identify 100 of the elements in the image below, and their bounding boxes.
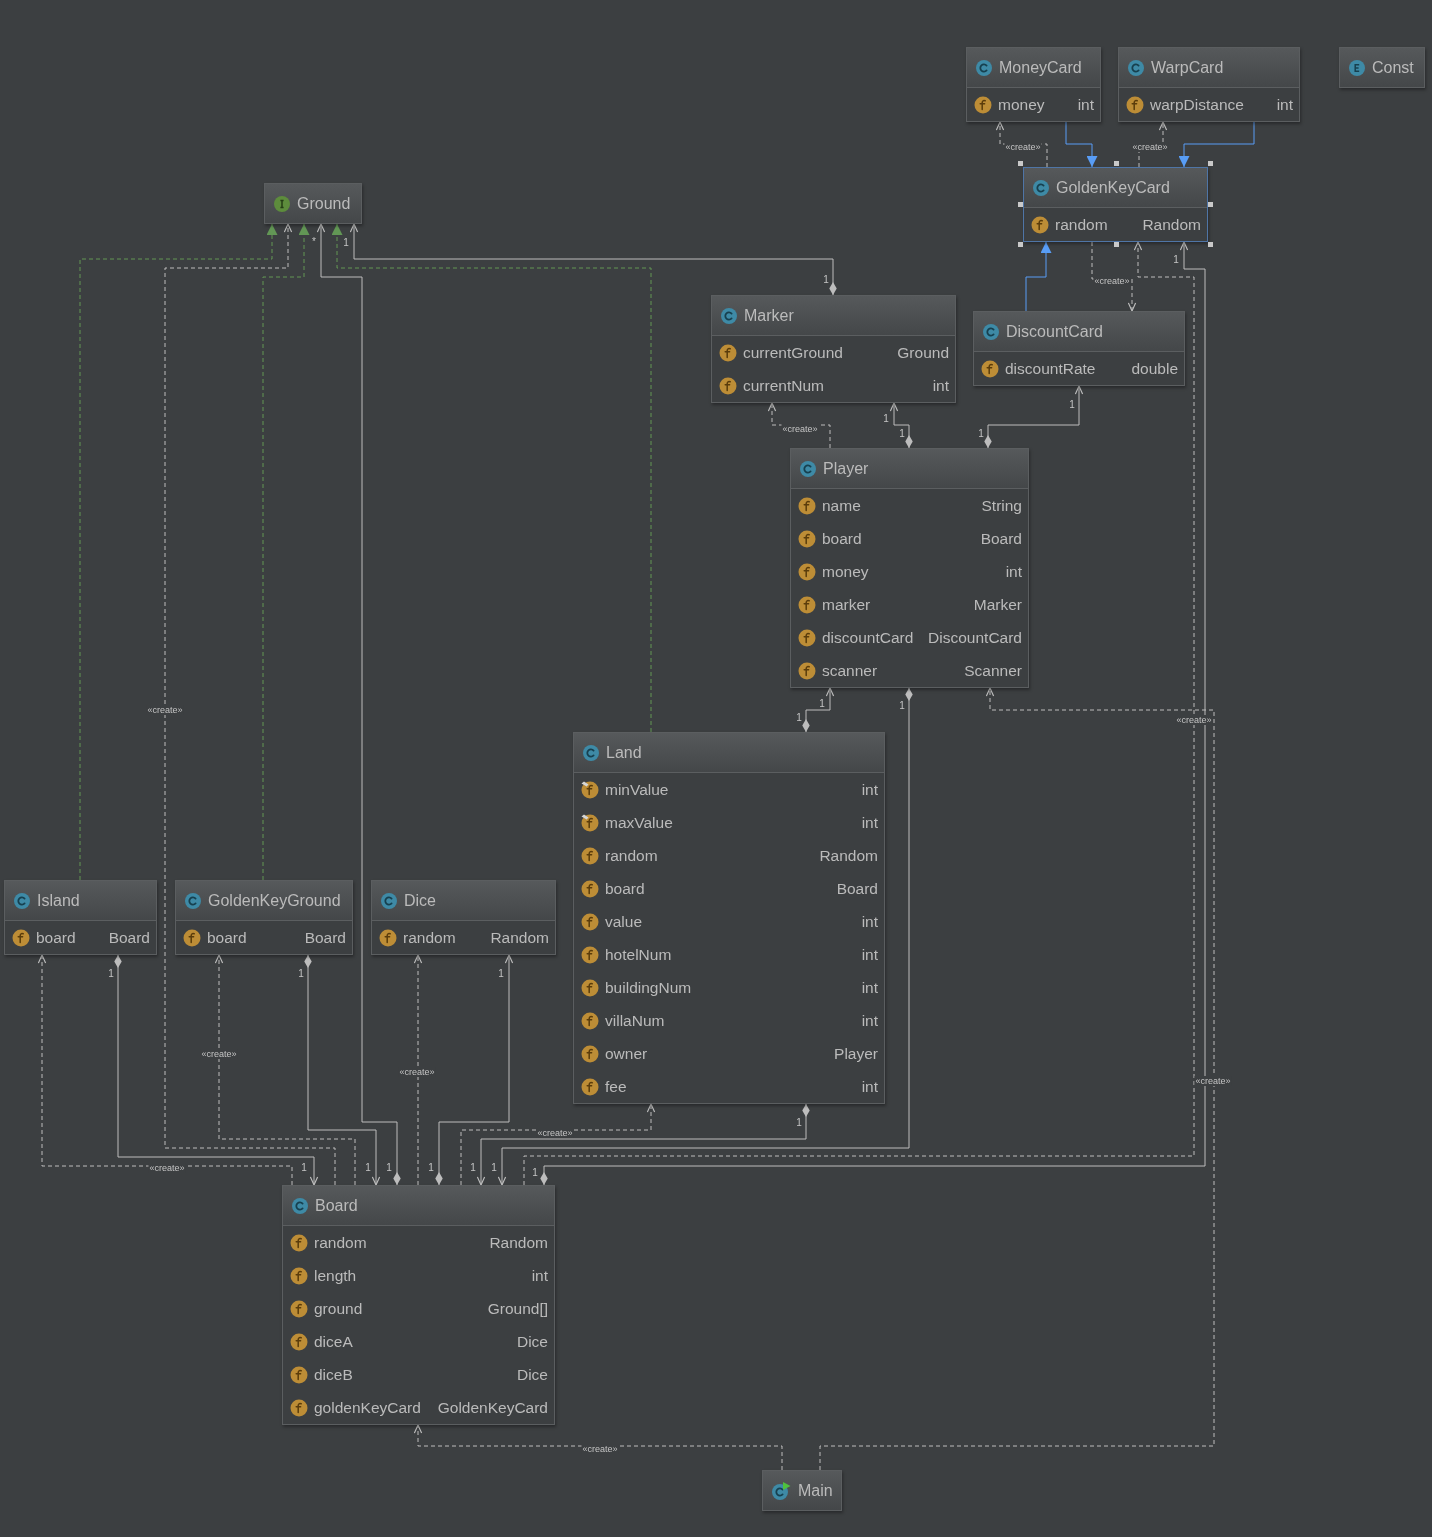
field-name: random bbox=[605, 846, 658, 865]
field-type: int bbox=[1076, 95, 1094, 114]
field-name: board bbox=[822, 529, 862, 548]
field-name: marker bbox=[822, 595, 871, 614]
dependency-arrow bbox=[819, 687, 1215, 1471]
composition-arrow bbox=[114, 954, 319, 1186]
edge-label: «create» bbox=[536, 1128, 574, 1138]
multiplicity-label: 1 bbox=[1173, 253, 1179, 265]
enum-box bbox=[1339, 47, 1425, 88]
inheritance-arrow bbox=[1178, 121, 1255, 168]
inheritance-arrow bbox=[331, 223, 652, 733]
field-name: diceB bbox=[314, 1365, 353, 1384]
field-type: int bbox=[860, 945, 878, 964]
composition-arrow bbox=[316, 223, 401, 1186]
class-name: Board bbox=[315, 1196, 358, 1215]
field-name: villaNum bbox=[605, 1011, 665, 1030]
field-name: warpDistance bbox=[1150, 95, 1244, 114]
class-box bbox=[573, 732, 885, 1104]
composition-arrow bbox=[497, 687, 913, 1186]
field-type: DiscountCard bbox=[927, 628, 1022, 647]
field-name: discountCard bbox=[822, 628, 914, 647]
multiplicity-label: 1 bbox=[1069, 398, 1075, 410]
composition-arrow bbox=[304, 954, 381, 1186]
field-name: discountRate bbox=[1005, 359, 1096, 378]
field-type: GoldenKeyCard bbox=[436, 1398, 548, 1417]
inheritance-arrow bbox=[1025, 241, 1052, 312]
class-name: Const bbox=[1372, 58, 1414, 77]
field-name: random bbox=[1055, 215, 1108, 234]
class-name: GoldenKeyCard bbox=[1056, 178, 1170, 197]
field-name: random bbox=[314, 1233, 367, 1252]
multiplicity-label: 1 bbox=[823, 273, 829, 285]
multiplicity-label: 1 bbox=[819, 697, 825, 709]
class-name: Main bbox=[798, 1481, 833, 1500]
edge-label: «create» bbox=[1131, 142, 1169, 152]
edge-label: «create» bbox=[146, 705, 184, 715]
field-type: Board bbox=[835, 879, 878, 898]
field-type: int bbox=[860, 978, 878, 997]
field-type: Player bbox=[833, 1044, 878, 1063]
class-box bbox=[175, 880, 353, 955]
field-name: board bbox=[207, 928, 247, 947]
multiplicity-label: 1 bbox=[532, 1166, 538, 1178]
field-type: int bbox=[1275, 95, 1293, 114]
field-type: Dice bbox=[516, 1365, 548, 1384]
field-type: Board bbox=[303, 928, 346, 947]
multiplicity-label: 1 bbox=[108, 967, 114, 979]
field-name: random bbox=[403, 928, 456, 947]
multiplicity-label: 1 bbox=[365, 1161, 371, 1173]
field-type: Random bbox=[818, 846, 878, 865]
field-name: minValue bbox=[605, 780, 669, 799]
inheritance-arrow bbox=[1065, 121, 1098, 168]
field-name: hotelNum bbox=[605, 945, 672, 964]
multiplicity-label: 1 bbox=[796, 711, 802, 723]
composition-arrow bbox=[349, 223, 837, 296]
class-box bbox=[1118, 47, 1300, 122]
field-name: fee bbox=[605, 1077, 627, 1096]
field-type: int bbox=[860, 912, 878, 931]
class-name: Player bbox=[823, 459, 869, 478]
field-name: buildingNum bbox=[605, 978, 692, 997]
field-type: int bbox=[860, 1011, 878, 1030]
multiplicity-label: 1 bbox=[343, 236, 349, 248]
interface-box bbox=[264, 183, 362, 224]
class-name: Land bbox=[606, 743, 642, 762]
multiplicity-label: 1 bbox=[298, 967, 304, 979]
multiplicity-label: 1 bbox=[883, 412, 889, 424]
field-name: value bbox=[605, 912, 643, 931]
field-name: board bbox=[36, 928, 76, 947]
field-name: name bbox=[822, 496, 861, 515]
edge-label: «create» bbox=[200, 1049, 238, 1059]
edge-label: «create» bbox=[1004, 142, 1042, 152]
composition-arrow bbox=[435, 954, 514, 1186]
class-name: GoldenKeyGround bbox=[208, 891, 341, 910]
edge-label: «create» bbox=[581, 1444, 619, 1454]
field-type: Random bbox=[1141, 215, 1201, 234]
class-box bbox=[4, 880, 157, 955]
multiplicity-label: 1 bbox=[899, 699, 905, 711]
field-type: Dice bbox=[516, 1332, 548, 1351]
field-type: Board bbox=[979, 529, 1022, 548]
class-box bbox=[973, 311, 1185, 386]
field-type: int bbox=[931, 376, 949, 395]
dependency-arrow bbox=[164, 223, 336, 1186]
dependency-arrow bbox=[37, 954, 293, 1186]
field-name: ground bbox=[314, 1299, 363, 1318]
edge-label: «create» bbox=[1194, 1076, 1232, 1086]
field-name: length bbox=[314, 1266, 357, 1285]
multiplicity-label: 1 bbox=[301, 1161, 307, 1173]
field-name: scanner bbox=[822, 661, 878, 680]
class-box bbox=[371, 880, 556, 955]
field-name: currentNum bbox=[743, 376, 824, 395]
multiplicity-label: 1 bbox=[498, 967, 504, 979]
field-type: double bbox=[1130, 359, 1178, 378]
field-name: board bbox=[605, 879, 645, 898]
field-type: int bbox=[860, 813, 878, 832]
class-box bbox=[966, 47, 1101, 122]
multiplicity-label: 1 bbox=[386, 1161, 392, 1173]
field-type: int bbox=[860, 780, 878, 799]
field-type: Random bbox=[488, 1233, 548, 1252]
dependency-arrow bbox=[1138, 121, 1168, 168]
field-name: money bbox=[998, 95, 1045, 114]
edge-label: «create» bbox=[781, 424, 819, 434]
multiplicity-label: 1 bbox=[491, 1161, 497, 1173]
